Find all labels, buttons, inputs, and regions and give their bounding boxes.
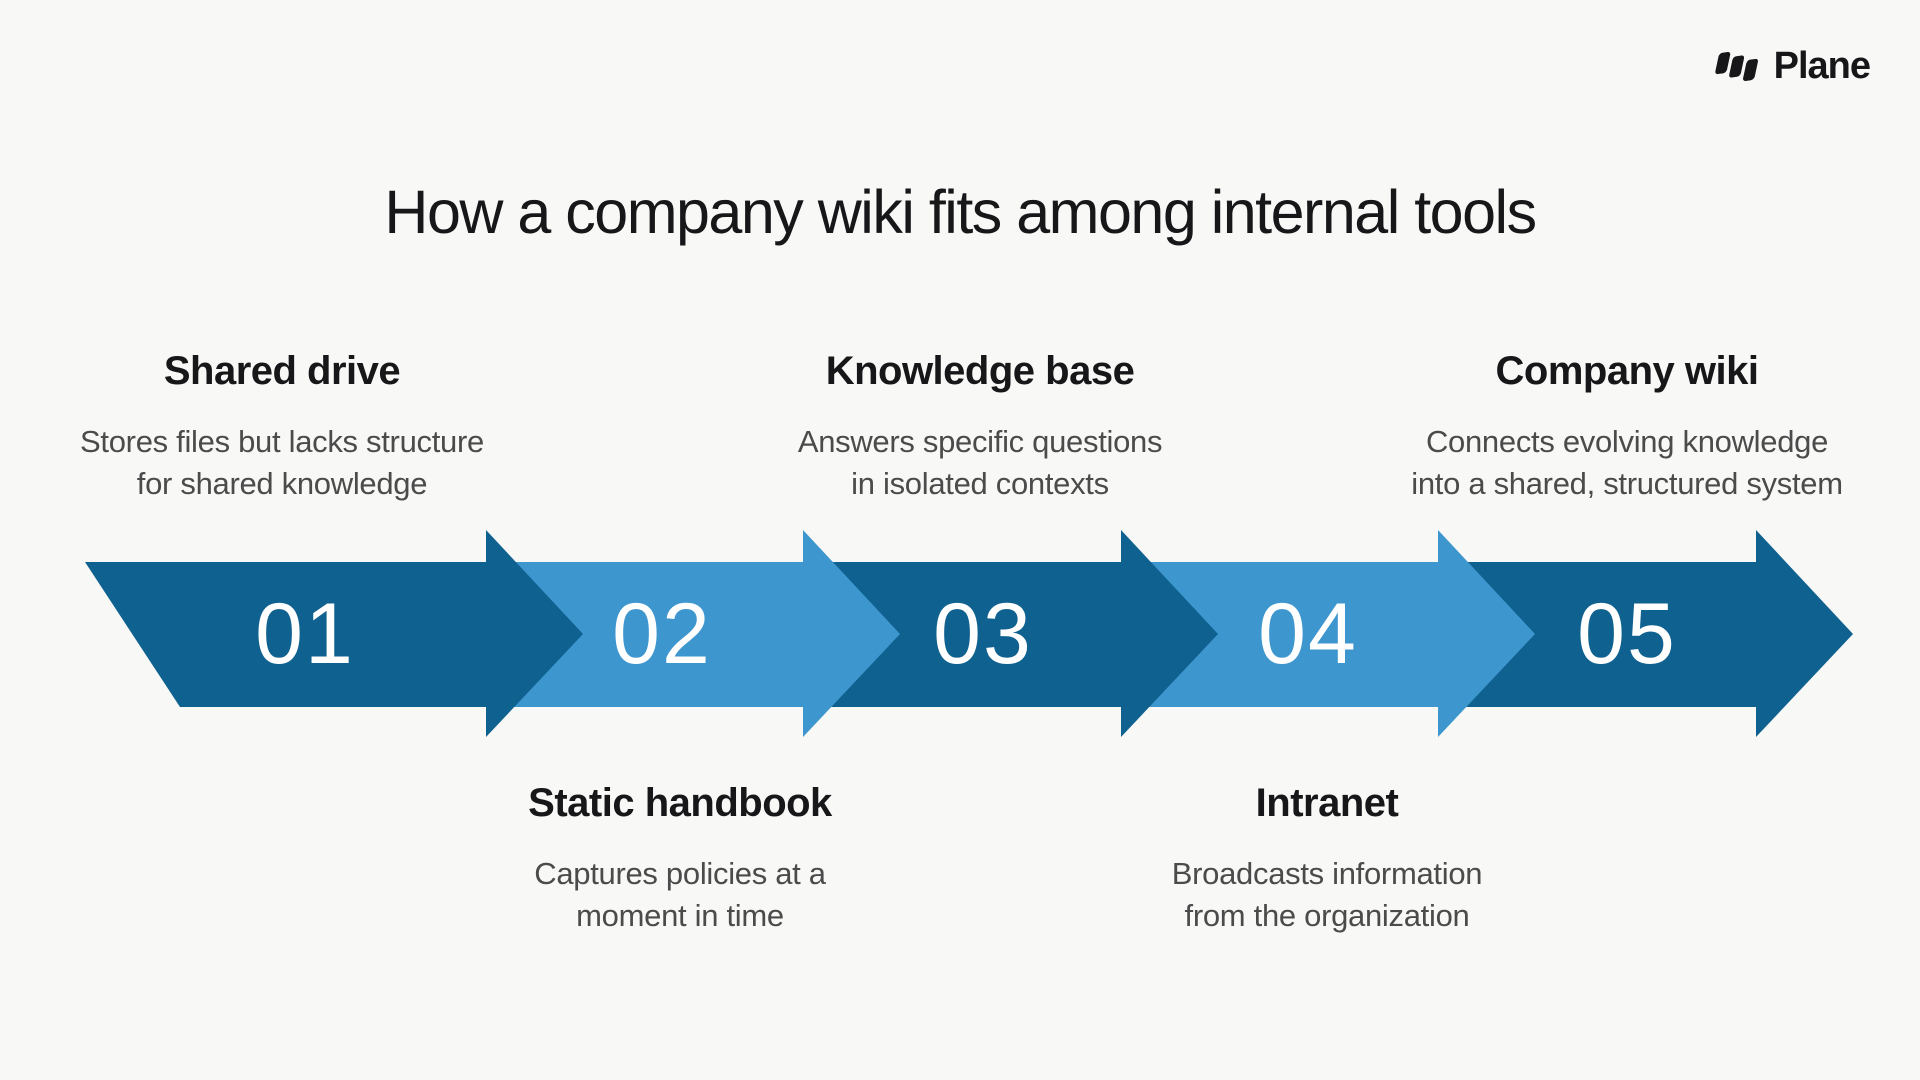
page-title: How a company wiki fits among internal t…	[384, 177, 1537, 246]
plane-logo: Plane	[1708, 45, 1871, 88]
step-title: Static handbook	[528, 781, 832, 825]
arrow-chevron-05	[1438, 530, 1853, 737]
description-line: moment in time	[576, 898, 784, 933]
step-description: Captures policies at a moment in time	[400, 853, 960, 937]
arrow-number-04: 04	[1258, 586, 1358, 682]
description-line: from the organization	[1184, 898, 1470, 933]
description-line: Answers specific questions	[797, 424, 1163, 459]
step-label-company-wiki: Company wiki Connects evolving knowledge…	[1347, 347, 1907, 505]
step-title: Knowledge base	[825, 349, 1135, 393]
step-description: Answers specific questions in isolated co…	[700, 421, 1260, 505]
description-line: into a shared, structured system	[1411, 466, 1843, 501]
arrow-number-02: 02	[612, 586, 712, 682]
arrow-number-05: 05	[1577, 586, 1677, 682]
description-line: Connects evolving knowledge	[1425, 424, 1829, 459]
description-line: for shared knowledge	[136, 466, 428, 501]
arrow-number-03: 03	[933, 586, 1033, 682]
step-label-intranet: Intranet Broadcasts information from the …	[1047, 779, 1607, 937]
step-description: Connects evolving knowledge into a shared…	[1347, 421, 1907, 505]
step-label-static-handbook: Static handbook Captures policies at a mo…	[400, 779, 960, 937]
arrow-number-01: 01	[255, 586, 355, 682]
step-description: Stores files but lacks structure for shar…	[2, 421, 562, 505]
plane-logo-icon	[1712, 49, 1760, 83]
step-title: Company wiki	[1495, 349, 1759, 393]
arrow-chevron-03	[803, 530, 1218, 737]
description-line: Stores files but lacks structure	[80, 424, 484, 459]
arrow-chevron-01	[85, 530, 583, 737]
description-line: in isolated contexts	[851, 466, 1109, 501]
step-label-shared-drive: Shared drive Stores files but lacks stru…	[2, 347, 562, 505]
description-line: Broadcasts information	[1171, 856, 1483, 891]
step-label-knowledge-base: Knowledge base Answers specific question…	[700, 347, 1260, 505]
arrow-chevron-02	[486, 530, 900, 737]
step-title: Shared drive	[163, 349, 401, 393]
step-description: Broadcasts information from the organizat…	[1047, 853, 1607, 937]
brand-name: Plane	[1773, 45, 1871, 87]
step-title: Intranet	[1255, 781, 1399, 825]
arrow-chevron-04	[1121, 530, 1535, 737]
description-line: Captures policies at a	[534, 856, 826, 891]
